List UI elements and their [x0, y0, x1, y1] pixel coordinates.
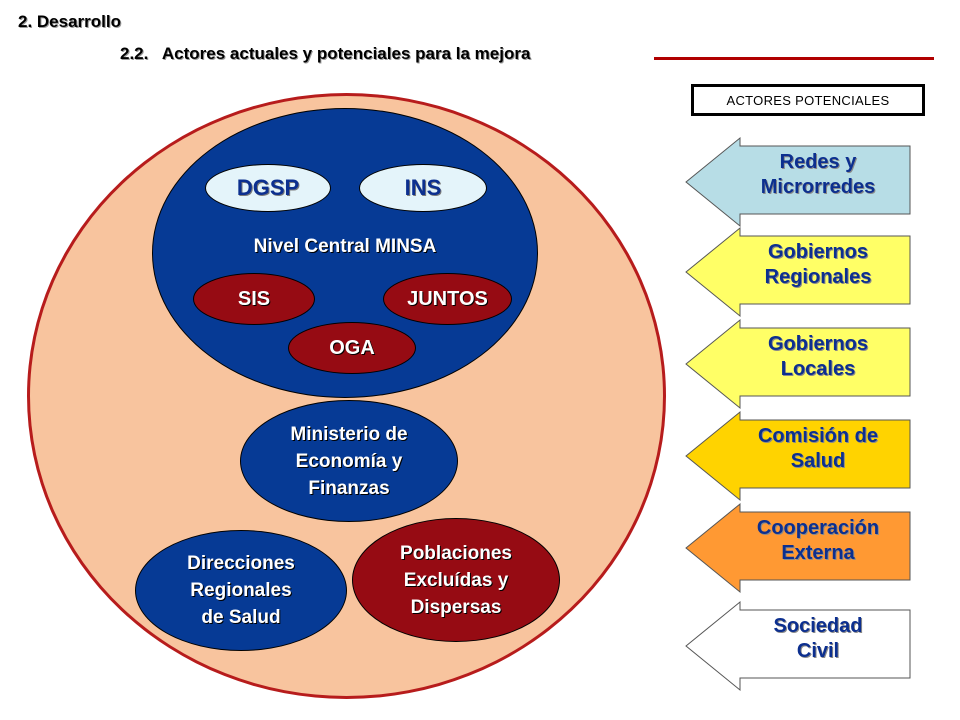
arrow-label-line: Externa — [781, 542, 855, 564]
arrow-label-line: Locales — [780, 358, 856, 380]
dgsp-node: DGSP — [205, 164, 331, 212]
juntos-node: JUNTOS — [383, 273, 512, 325]
arrow-label-line: Redes y — [779, 151, 857, 173]
diresa-line: Direcciones — [187, 553, 295, 574]
potential-actor-redes: Redes y Microrredes — [684, 136, 912, 228]
potential-actor-gob-regionales: Gobiernos Regionales — [684, 226, 912, 318]
arrow-label: Gobiernos Regionales — [724, 240, 912, 290]
arrow-label-line: Regionales — [764, 266, 872, 288]
arrow-label-line: Civil — [796, 640, 840, 662]
poblaciones-line: Poblaciones — [400, 542, 512, 564]
arrow-label: Redes y Microrredes — [724, 150, 912, 200]
potential-actor-cooperacion: Cooperación Externa — [684, 502, 912, 594]
arrow-label-line: Comisión de — [757, 425, 878, 447]
arrow-label: Sociedad Civil — [724, 614, 912, 664]
mef-line: Economía y — [295, 450, 403, 472]
potential-actor-sociedad-civil: Sociedad Civil — [684, 600, 912, 692]
arrow-shape — [685, 502, 911, 594]
heading-rule — [654, 57, 934, 60]
poblaciones-line: Dispersas — [410, 596, 502, 618]
poblaciones-line: Excluídas y — [403, 569, 509, 591]
mef-line: Finanzas — [308, 477, 390, 499]
poblaciones-node: Poblaciones Excluídas y Dispersas — [352, 518, 560, 642]
arrow-label-line: Sociedad — [773, 615, 863, 637]
diresa-line: de Salud — [201, 607, 281, 628]
sis-node: SIS — [193, 273, 315, 325]
arrow-label-line: Salud — [790, 450, 846, 472]
arrow-shape — [685, 410, 911, 502]
arrow-label: Cooperación Externa — [724, 516, 912, 566]
arrow-label-line: Microrredes — [760, 176, 876, 198]
arrow-shape — [685, 226, 911, 318]
subsection-heading: 2.2. Actores actuales y potenciales para… — [120, 44, 531, 63]
oga-node: OGA — [288, 322, 416, 374]
arrow-shape — [685, 136, 911, 228]
potential-actors-header: ACTORES POTENCIALES — [691, 84, 925, 116]
section-heading: 2. Desarrollo — [18, 12, 121, 31]
potential-actor-gob-locales: Gobiernos Locales — [684, 318, 912, 410]
mef-line: Ministerio de — [290, 423, 408, 445]
mef-node: Ministerio de Economía y Finanzas — [240, 400, 458, 522]
arrow-shape — [685, 318, 911, 410]
arrow-label-line: Cooperación — [756, 517, 880, 539]
central-minsa-label: Nivel Central MINSA — [253, 236, 437, 257]
arrow-label-line: Gobiernos — [767, 241, 868, 263]
potential-actor-comision-salud: Comisión de Salud — [684, 410, 912, 502]
arrow-label-line: Gobiernos — [767, 333, 868, 355]
arrow-label: Gobiernos Locales — [724, 332, 912, 382]
arrow-shape — [685, 600, 911, 692]
arrow-label: Comisión de Salud — [724, 424, 912, 474]
diresa-line: Regionales — [190, 580, 292, 601]
diresa-node: Direcciones Regionales de Salud — [135, 530, 347, 651]
ins-node: INS — [359, 164, 487, 212]
